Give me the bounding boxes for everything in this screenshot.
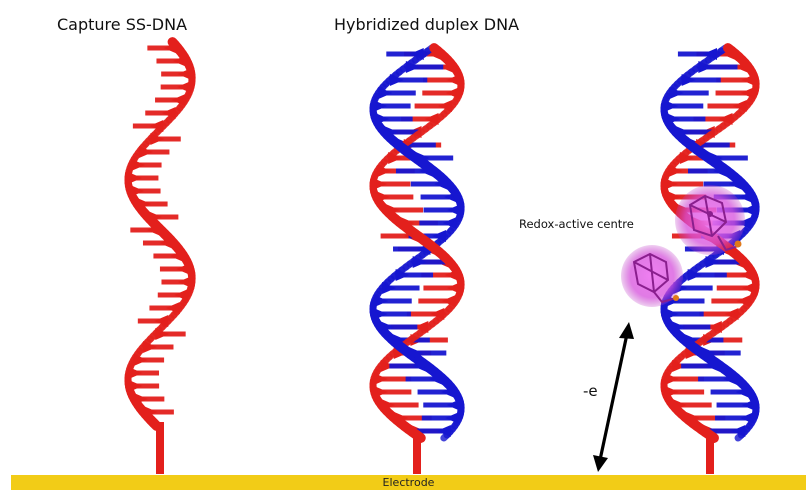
backbone-segment [728, 48, 732, 51]
electrode-bar: Electrode [11, 475, 806, 490]
backbone-segment [710, 159, 714, 162]
double-headed-arrow-icon [593, 322, 634, 472]
backbone-segment [172, 42, 175, 45]
hybridized-duplex-dna-title: Hybridized duplex DNA [334, 15, 519, 34]
hybridized-duplex-dna-helix [373, 48, 461, 474]
backbone-segment [159, 228, 162, 231]
backbone-segment [417, 435, 421, 438]
backbone-segment [415, 234, 419, 237]
redox-active-molecule-upper [675, 185, 745, 255]
backbone-segment [712, 360, 716, 363]
backbone-segment [417, 159, 421, 162]
capture-ss-dna-title: Capture SS-DNA [57, 15, 187, 34]
redox-active-centre-label: Redox-active centre [519, 217, 634, 231]
backbone-segment [434, 48, 438, 51]
backbone-segment [710, 435, 714, 438]
backbone-segment [154, 423, 157, 426]
redox-active-molecule-lower [621, 245, 683, 307]
electrode-label: Electrode [11, 476, 806, 489]
backbone-segment [419, 360, 423, 363]
capture-ss-dna-helix [128, 42, 192, 474]
electron-transfer-label: -e [583, 382, 598, 400]
